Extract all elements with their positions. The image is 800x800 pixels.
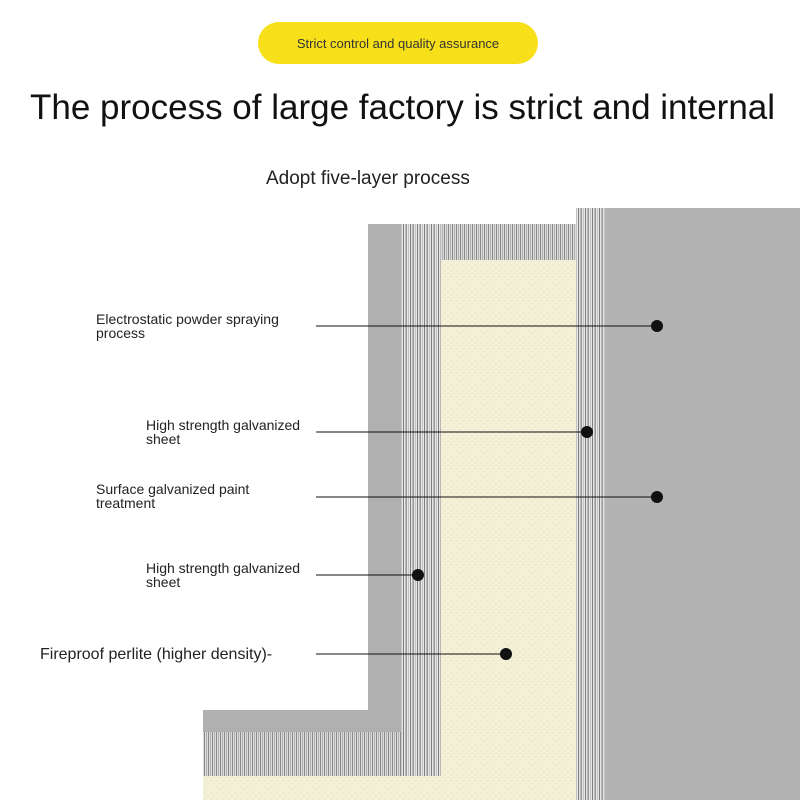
quality-badge: Strict control and quality assurance [258, 22, 538, 64]
layer-label-galvanized-sheet-inner: High strength galvanized sheet [146, 560, 301, 590]
outer-sheet-edge [576, 208, 605, 800]
inner-coating-vertical [368, 224, 401, 710]
layer-label-galvanized-sheet-outer: High strength galvanized sheet [146, 417, 301, 447]
inner-sheet-edge [401, 224, 441, 776]
lower-sheet-edge [203, 732, 401, 776]
leader-dot-3 [651, 491, 663, 503]
page-subheading: Adopt five-layer process [266, 168, 470, 189]
inner-coating-horizontal [203, 710, 401, 732]
badge-text: Strict control and quality assurance [296, 35, 500, 51]
outer-panel-surface [605, 208, 800, 800]
leader-dot-2 [581, 426, 593, 438]
core-top-sheet [441, 224, 576, 260]
layer-label-fireproof-perlite: Fireproof perlite (higher density)- [40, 646, 273, 663]
bottom-perlite-strip [203, 776, 576, 800]
leader-dot-5 [500, 648, 512, 660]
leader-dot-1 [651, 320, 663, 332]
layer-label-paint-treatment: Surface galvanized paint treatment [96, 481, 250, 511]
page-headline: The process of large factory is strict a… [30, 88, 776, 127]
leader-dot-4 [412, 569, 424, 581]
layer-label-powder-spraying: Electrostatic powder spraying process [96, 311, 279, 341]
perlite-core [441, 260, 576, 800]
